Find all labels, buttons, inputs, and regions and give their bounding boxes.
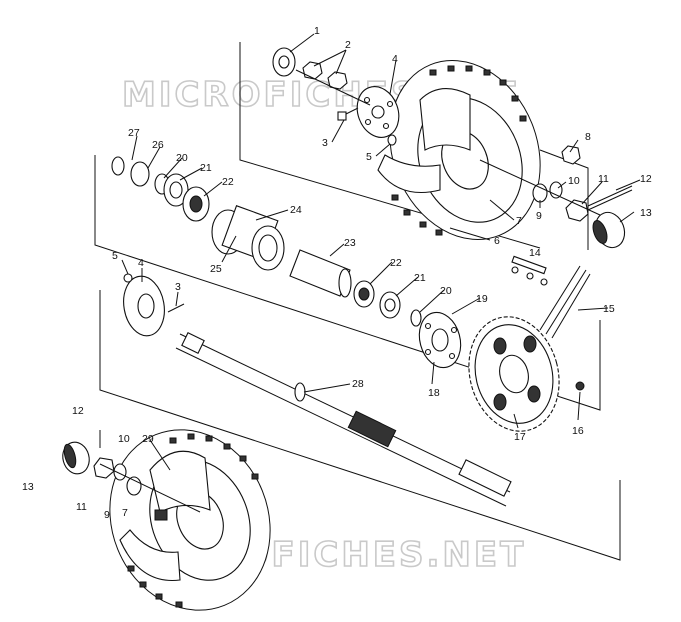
callout-7b: 7 bbox=[122, 507, 128, 519]
callout-24: 24 bbox=[290, 204, 302, 216]
nut-2b bbox=[327, 71, 348, 90]
callout-12b: 12 bbox=[72, 405, 84, 417]
callout-5a: 5 bbox=[366, 151, 372, 163]
nut-2a bbox=[302, 61, 323, 80]
callout-2: 2 bbox=[345, 39, 351, 51]
callout-17: 17 bbox=[514, 431, 526, 443]
callout-22b: 22 bbox=[390, 257, 402, 269]
upper-wheel bbox=[377, 60, 541, 240]
upper-hub-plate bbox=[356, 86, 400, 138]
stud-3b bbox=[167, 303, 185, 313]
callout-1: 1 bbox=[314, 25, 320, 37]
callout-labels: 1 2 3 4 5 6 7 8 9 10 11 12 13 14 15 16 1… bbox=[22, 25, 652, 521]
washer-10a bbox=[549, 181, 563, 199]
castle-nut-11b bbox=[93, 457, 115, 479]
callout-23: 23 bbox=[344, 237, 356, 249]
bearing-carrier-24 bbox=[211, 205, 285, 271]
spacer-tube-23 bbox=[289, 249, 352, 298]
callout-4b: 4 bbox=[138, 257, 144, 269]
callout-10a: 10 bbox=[568, 175, 580, 187]
nut-8 bbox=[561, 145, 581, 165]
callout-28: 28 bbox=[352, 378, 364, 390]
nut-16 bbox=[575, 381, 585, 391]
callout-14: 14 bbox=[529, 247, 541, 259]
callout-22a: 22 bbox=[222, 176, 234, 188]
lower-wheel-tread-blocks bbox=[127, 433, 259, 608]
washer-9b bbox=[126, 476, 142, 496]
callout-26: 26 bbox=[152, 139, 164, 151]
callout-11b: 11 bbox=[76, 501, 87, 513]
chain-15 bbox=[539, 265, 591, 339]
callout-19: 19 bbox=[476, 293, 488, 305]
callout-13b: 13 bbox=[22, 481, 34, 493]
seal-26 bbox=[130, 161, 150, 187]
callout-15: 15 bbox=[603, 303, 615, 315]
callout-13a: 13 bbox=[640, 207, 652, 219]
cotter-pin-12a bbox=[587, 185, 633, 207]
callout-11a: 11 bbox=[598, 173, 609, 185]
callout-10b: 10 bbox=[118, 433, 130, 445]
callout-7a: 7 bbox=[516, 215, 522, 227]
ring-20b bbox=[410, 309, 422, 327]
castle-nut-11a bbox=[565, 199, 589, 222]
callout-9b: 9 bbox=[104, 509, 110, 521]
bolt-5b bbox=[123, 273, 133, 283]
callout-5b: 5 bbox=[112, 250, 118, 262]
callout-4a: 4 bbox=[392, 53, 398, 65]
clip-27 bbox=[111, 156, 125, 176]
lower-wheel bbox=[109, 429, 271, 611]
callout-21b: 21 bbox=[414, 272, 426, 284]
leader-lines bbox=[121, 33, 641, 471]
washer-9a bbox=[532, 183, 548, 203]
callout-6: 6 bbox=[494, 235, 500, 247]
bolt-set-14 bbox=[511, 255, 548, 286]
callout-16: 16 bbox=[572, 425, 584, 437]
sprocket-17 bbox=[468, 316, 560, 432]
sprocket-hub-18 bbox=[418, 311, 462, 369]
cap-13b bbox=[62, 441, 90, 475]
bolt-5a bbox=[387, 134, 397, 146]
callout-25: 25 bbox=[210, 263, 222, 275]
callout-20a: 20 bbox=[176, 152, 188, 164]
callout-29: 29 bbox=[142, 433, 154, 445]
callout-21a: 21 bbox=[200, 162, 212, 174]
callout-18: 18 bbox=[428, 387, 440, 399]
axle-28 bbox=[175, 332, 512, 507]
callout-9a: 9 bbox=[536, 210, 542, 222]
hub-4b bbox=[123, 275, 165, 337]
upper-wheel-tread-blocks bbox=[391, 65, 527, 236]
callout-12a: 12 bbox=[640, 173, 652, 185]
callout-8: 8 bbox=[585, 131, 591, 143]
callout-27: 27 bbox=[128, 127, 140, 139]
washer-10b bbox=[113, 463, 127, 481]
callout-3b: 3 bbox=[175, 281, 181, 293]
callout-20b: 20 bbox=[440, 285, 452, 297]
callout-3a: 3 bbox=[322, 137, 328, 149]
